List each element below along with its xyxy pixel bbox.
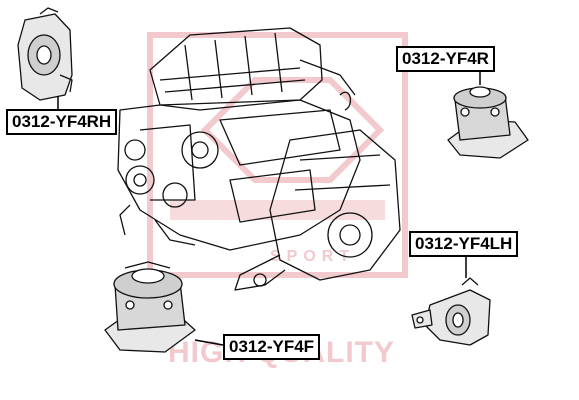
part-label-r: 0312-YF4R [396,46,495,72]
part-label-f: 0312-YF4F [223,334,321,360]
part-label-rh: 0312-YF4RH [6,109,118,135]
part-label-lh: 0312-YF4LH [409,231,519,257]
watermark-sport-text: SPORT [270,248,356,265]
